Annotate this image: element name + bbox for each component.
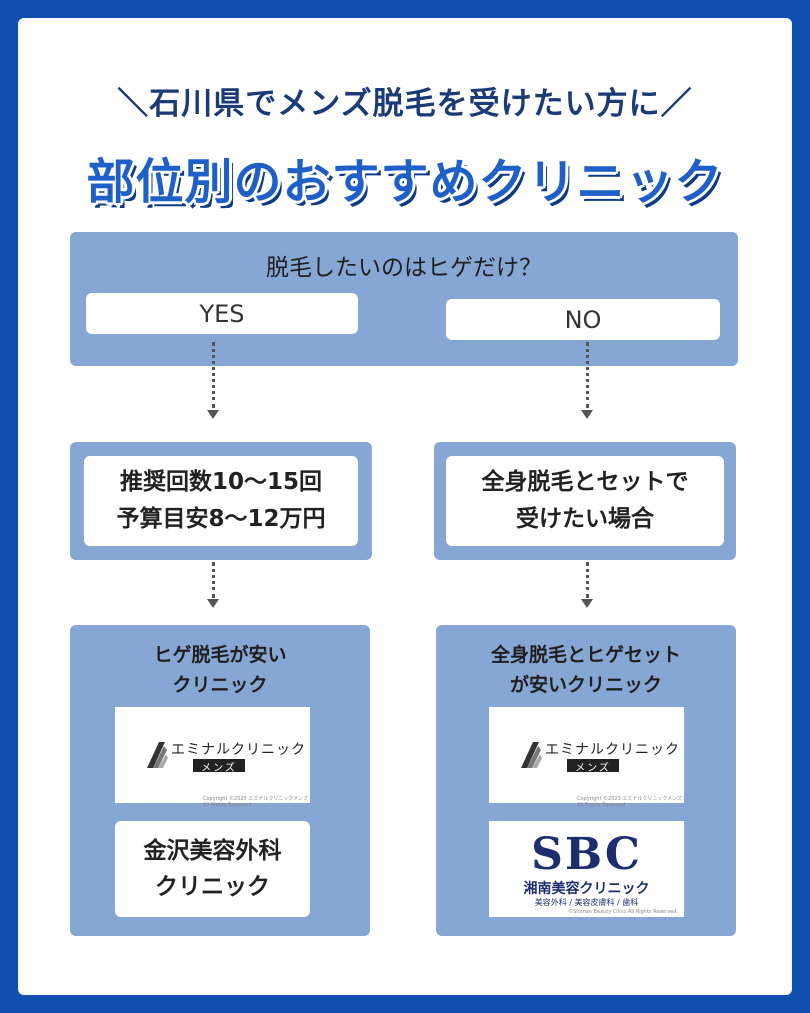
eminal-copyright: Copyright ©2023 エミナルクリニックメンズ All Rights … — [577, 796, 683, 808]
left-rec-line1: ヒゲ脱毛が安い — [153, 644, 287, 666]
eminal-mark-icon — [521, 742, 542, 768]
no-button[interactable]: NO — [446, 299, 720, 340]
subtitle: ＼石川県でメンズ脱毛を受けたい方に／ — [117, 86, 693, 122]
eminal-mark-icon — [147, 742, 168, 768]
arrow-down-icon — [581, 410, 593, 419]
right-step-line1: 全身脱毛とセットで — [481, 469, 689, 495]
left-step-line1: 推奨回数10〜15回 — [119, 469, 322, 495]
yes-button[interactable]: YES — [86, 293, 358, 334]
connector-left — [212, 562, 215, 598]
sbc-name: 湘南美容クリニック — [523, 881, 650, 897]
connector-right — [586, 562, 589, 598]
arrow-down-icon — [207, 410, 219, 419]
sbc-sub: 美容外科 / 美容皮膚科 / 歯科 — [534, 898, 639, 907]
left-rec-title: ヒゲ脱毛が安い クリニック — [70, 640, 370, 700]
eminal-tag: メンズ — [567, 759, 619, 774]
kanazawa-logo[interactable]: 金沢美容外科 クリニック — [115, 821, 310, 917]
right-step-box: 全身脱毛とセットで 受けたい場合 — [446, 456, 724, 546]
left-step-line2: 予算目安8〜12万円 — [116, 506, 326, 532]
sbc-logo[interactable]: SBC 湘南美容クリニック 美容外科 / 美容皮膚科 / 歯科 ©Shonan … — [489, 821, 684, 917]
right-rec-title: 全身脱毛とヒゲセット が安いクリニック — [436, 640, 736, 700]
sbc-copyright: ©Shonan Beauty Clinic All Rights Reserve… — [568, 909, 678, 915]
connector-yes — [212, 342, 215, 408]
arrow-down-icon — [581, 599, 593, 608]
left-step-box: 推奨回数10〜15回 予算目安8〜12万円 — [84, 456, 358, 546]
connector-no — [586, 342, 589, 408]
eminal-copyright: Copyright ©2023 エミナルクリニックメンズ All Rights … — [203, 796, 309, 808]
kanazawa-line2: クリニック — [155, 874, 270, 900]
question-text: 脱毛したいのはヒゲだけ？ — [266, 255, 542, 281]
sbc-logo-text: SBC — [531, 829, 642, 880]
right-rec-line1: 全身脱毛とヒゲセット — [490, 644, 681, 666]
kanazawa-line1: 金沢美容外科 — [143, 838, 282, 864]
right-step-line2: 受けたい場合 — [516, 506, 654, 532]
page-title: 部位別のおすすめクリニック — [86, 154, 724, 210]
eminal-logo-right[interactable]: エミナルクリニック メンズ Copyright ©2023 エミナルクリニックメ… — [489, 707, 684, 808]
eminal-logo-left[interactable]: エミナルクリニック メンズ Copyright ©2023 エミナルクリニックメ… — [115, 707, 310, 808]
eminal-tag: メンズ — [193, 759, 245, 774]
right-rec-line2: が安いクリニック — [509, 674, 662, 696]
eminal-name: エミナルクリニック — [171, 742, 306, 758]
arrow-down-icon — [207, 599, 219, 608]
eminal-name: エミナルクリニック — [545, 742, 680, 758]
left-rec-line2: クリニック — [172, 674, 268, 696]
